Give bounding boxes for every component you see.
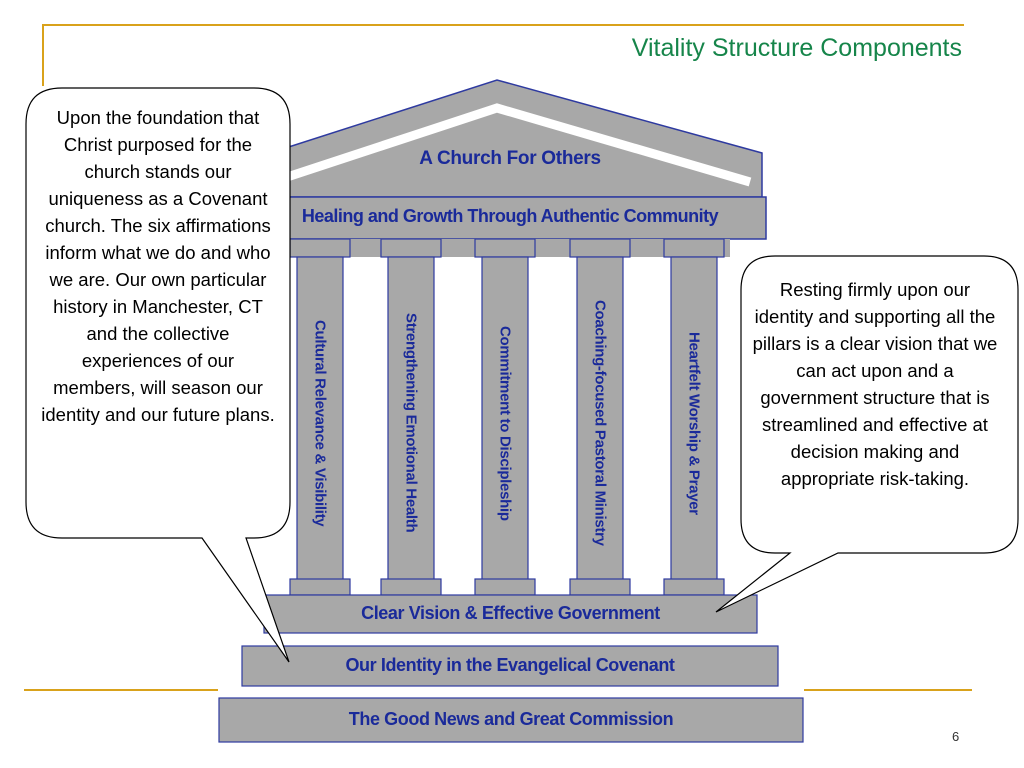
pillar-text-5: Heartfelt Worship & Prayer	[685, 331, 703, 515]
temple-roof	[269, 79, 763, 198]
pillar-label-1: Cultural Relevance & Visibility	[297, 258, 343, 588]
roof-highlight	[270, 103, 752, 187]
left-rule	[42, 24, 44, 86]
bottom-rule-left	[24, 689, 218, 691]
step-2	[241, 645, 779, 687]
top-rule	[42, 24, 964, 26]
right-callout-bubble	[715, 255, 1019, 613]
page-number: 6	[952, 729, 960, 744]
slide-title: Vitality Structure Components	[631, 34, 962, 62]
bottom-rule-right	[804, 689, 972, 691]
pillars	[289, 238, 725, 596]
pillar-text-4: Coaching-focused Pastoral Ministry	[591, 300, 609, 546]
pillar-5	[663, 238, 725, 596]
pillar-2	[380, 238, 442, 596]
pillar-text-3: Commitment to Discipleship	[496, 325, 514, 521]
frieze-label: Healing and Growth Through Authentic Com…	[301, 206, 719, 226]
pillar-label-4: Coaching-focused Pastoral Ministry	[577, 258, 623, 588]
pillar-3	[474, 238, 536, 596]
pillar-label-3: Commitment to Discipleship	[482, 258, 528, 588]
pillar-1	[289, 238, 351, 596]
pillar-text-2: Strengthening Emotional Health	[402, 313, 420, 533]
pillar-label-5: Heartfelt Worship & Prayer	[671, 258, 717, 588]
pillar-4	[569, 238, 631, 596]
temple-frieze	[265, 196, 767, 240]
roof-title: A Church For Others	[419, 148, 601, 169]
left-callout-bubble	[25, 87, 291, 663]
right-callout-text: Resting firmly upon our identity and sup…	[752, 279, 998, 489]
left-callout-text: Upon the foundation that Christ purposed…	[41, 107, 275, 425]
step-3	[218, 697, 804, 743]
step-label-1: Clear Vision & Effective Government	[361, 603, 660, 623]
step-label-3: The Good News and Great Commission	[348, 709, 674, 729]
pillar-label-2: Strengthening Emotional Health	[388, 258, 434, 588]
step-label-2: Our Identity in the Evangelical Covenant	[345, 655, 675, 675]
pillar-text-1: Cultural Relevance & Visibility	[311, 319, 329, 527]
